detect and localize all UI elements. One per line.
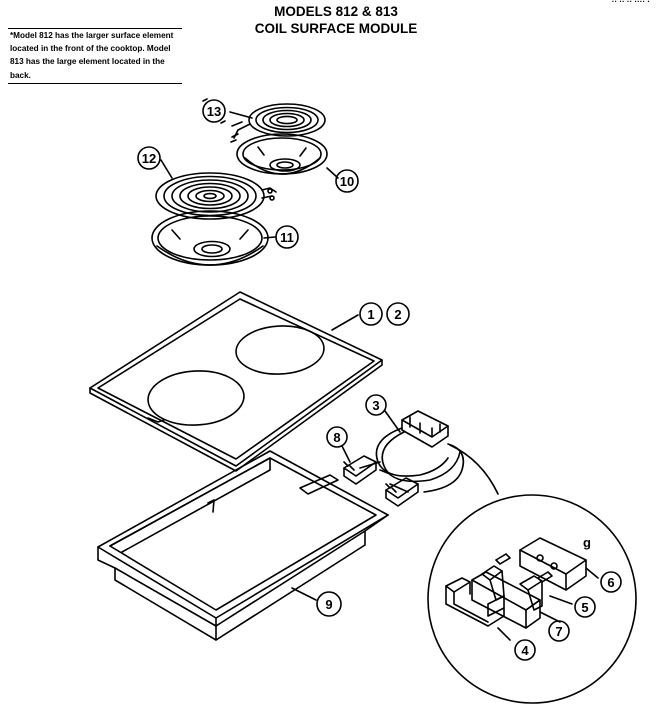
callout-6: 6 <box>600 571 622 593</box>
svg-text:4: 4 <box>521 643 529 658</box>
svg-text:8: 8 <box>333 430 340 445</box>
leader-13 <box>229 111 253 119</box>
svg-text:9: 9 <box>325 597 332 612</box>
callout-2: 2 <box>386 302 410 326</box>
module-box <box>97 450 389 641</box>
callout-10: 10 <box>335 169 359 193</box>
model-note: *Model 812 has the larger surface elemen… <box>8 28 182 84</box>
large-coil-element <box>155 172 277 220</box>
small-drip-bowl <box>236 133 328 175</box>
leader-8 <box>341 445 351 463</box>
svg-text:5: 5 <box>581 600 588 615</box>
callout-4: 4 <box>514 639 536 661</box>
svg-text:3: 3 <box>372 398 379 413</box>
svg-text:13: 13 <box>207 104 221 119</box>
svg-text:6: 6 <box>607 575 614 590</box>
callout-8: 8 <box>326 426 348 448</box>
cooktop-top <box>89 291 383 472</box>
connector-detail <box>427 444 637 704</box>
diagram-subtitle: COIL SURFACE MODULE <box>255 21 418 36</box>
callout-13: 13 <box>202 98 226 124</box>
callout-7: 7 <box>548 620 570 642</box>
svg-text:12: 12 <box>142 151 156 166</box>
svg-text:2: 2 <box>394 307 401 322</box>
detail-mark: g <box>583 535 591 550</box>
leader-11 <box>263 236 276 239</box>
callout-9: 9 <box>316 591 342 617</box>
svg-text:1: 1 <box>367 307 374 322</box>
diagram-title: MODELS 812 & 813 <box>274 4 398 19</box>
leader-3 <box>384 410 401 433</box>
wiring-harness <box>359 410 465 493</box>
svg-text:11: 11 <box>280 230 294 245</box>
page-corner-code: ·· ·· ·· ···· · <box>611 0 650 6</box>
leader-1-2 <box>331 314 359 331</box>
svg-text:7: 7 <box>555 624 562 639</box>
leader-12 <box>160 159 173 179</box>
callout-11: 11 <box>275 225 299 249</box>
leader-9 <box>291 587 317 601</box>
svg-text:10: 10 <box>340 174 354 189</box>
callout-3: 3 <box>365 394 387 416</box>
callout-5: 5 <box>574 596 596 618</box>
callout-1: 1 <box>359 302 383 326</box>
small-coil-element <box>230 103 326 143</box>
terminal-connector <box>343 455 419 507</box>
callout-12: 12 <box>137 146 161 170</box>
